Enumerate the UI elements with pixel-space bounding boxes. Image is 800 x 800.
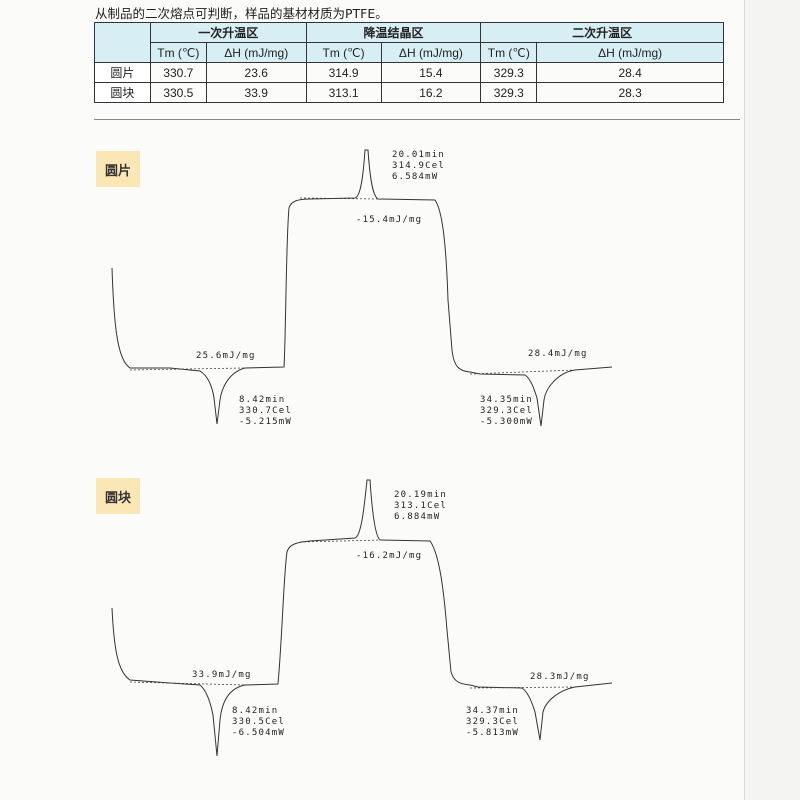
second-peak-time: 34.37min (466, 706, 519, 716)
second-heating-enthalpy-label: 28.3mJ/mg (530, 672, 590, 682)
second-peak-temp: 329.3Cel (466, 717, 519, 727)
first-peak-power: -6.504mW (232, 728, 285, 738)
second-peak-temp: 329.3Cel (480, 406, 533, 416)
group-header-first-heating: 一次升温区 (149, 22, 307, 43)
baseline-dash (129, 367, 246, 371)
sub-header: ΔH (mJ/mg) (536, 42, 724, 63)
second-peak-power: -5.300mW (480, 417, 533, 427)
table-cell: 16.2 (380, 82, 482, 103)
group-header-cooling: 降温结晶区 (305, 22, 482, 43)
first-peak-temp: 330.7Cel (239, 406, 292, 416)
baseline-dash (299, 197, 381, 200)
table-cell: 33.9 (205, 82, 307, 103)
table-cell: 330.7 (149, 62, 207, 83)
exo-peak-power: 6.884mW (394, 512, 440, 522)
table-corner-cell (94, 22, 151, 63)
exo-peak-temp: 314.9Cel (392, 161, 445, 171)
row-label: 圆块 (94, 82, 151, 103)
table-cell: 330.5 (149, 82, 207, 103)
dsc-curve (111, 149, 613, 427)
baseline-dash (129, 681, 246, 686)
second-peak-power: -5.813mW (466, 728, 519, 738)
baseline-dash (469, 369, 576, 375)
baseline-dash (469, 686, 576, 689)
first-peak-power: -5.215mW (239, 417, 292, 427)
sub-header: ΔH (mJ/mg) (205, 42, 307, 63)
first-heating-enthalpy-label: 33.9mJ/mg (192, 670, 252, 680)
panel-label-disc: 圆片 (96, 151, 140, 187)
cooling-enthalpy-label: -16.2mJ/mg (356, 551, 422, 561)
exo-peak-time: 20.01min (392, 150, 445, 160)
page-edge-shadow (744, 0, 800, 800)
panel-label-block: 圆块 (96, 478, 140, 514)
second-peak-time: 34.35min (480, 395, 533, 405)
dsc-panel-block: 20.19min 313.1Cel 6.884mW -16.2mJ/mg 33.… (111, 479, 613, 757)
exo-peak-power: 6.584mW (392, 172, 438, 182)
dsc-curve (111, 479, 613, 757)
table-cell: 28.3 (536, 82, 724, 103)
intro-text: 从制品的二次熔点可判断，样品的基材材质为PTFE。 (95, 6, 388, 21)
second-heating-enthalpy-label: 28.4mJ/mg (528, 349, 588, 359)
table-cell: 329.3 (480, 82, 538, 103)
sub-header: Tm (℃) (480, 42, 538, 63)
first-peak-temp: 330.5Cel (232, 717, 285, 727)
first-peak-time: 8.42min (232, 706, 278, 716)
baseline-dash (299, 539, 383, 543)
first-heating-enthalpy-label: 25.6mJ/mg (196, 351, 256, 361)
table-cell: 313.1 (305, 82, 382, 103)
sub-header: ΔH (mJ/mg) (380, 42, 482, 63)
section-divider (94, 119, 740, 120)
first-peak-time: 8.42min (239, 395, 285, 405)
table-row: 圆块 330.5 33.9 313.1 16.2 329.3 28.3 (94, 82, 724, 103)
cooling-enthalpy-label: -15.4mJ/mg (356, 215, 422, 225)
results-table: 一次升温区 降温结晶区 二次升温区 Tm (℃) ΔH (mJ/mg) Tm (… (94, 22, 724, 103)
sub-header: Tm (℃) (149, 42, 207, 63)
exo-peak-temp: 313.1Cel (394, 501, 447, 511)
exo-peak-time: 20.19min (394, 490, 447, 500)
dsc-panel-disc: 20.01min 314.9Cel 6.584mW -15.4mJ/mg 25.… (111, 149, 613, 427)
